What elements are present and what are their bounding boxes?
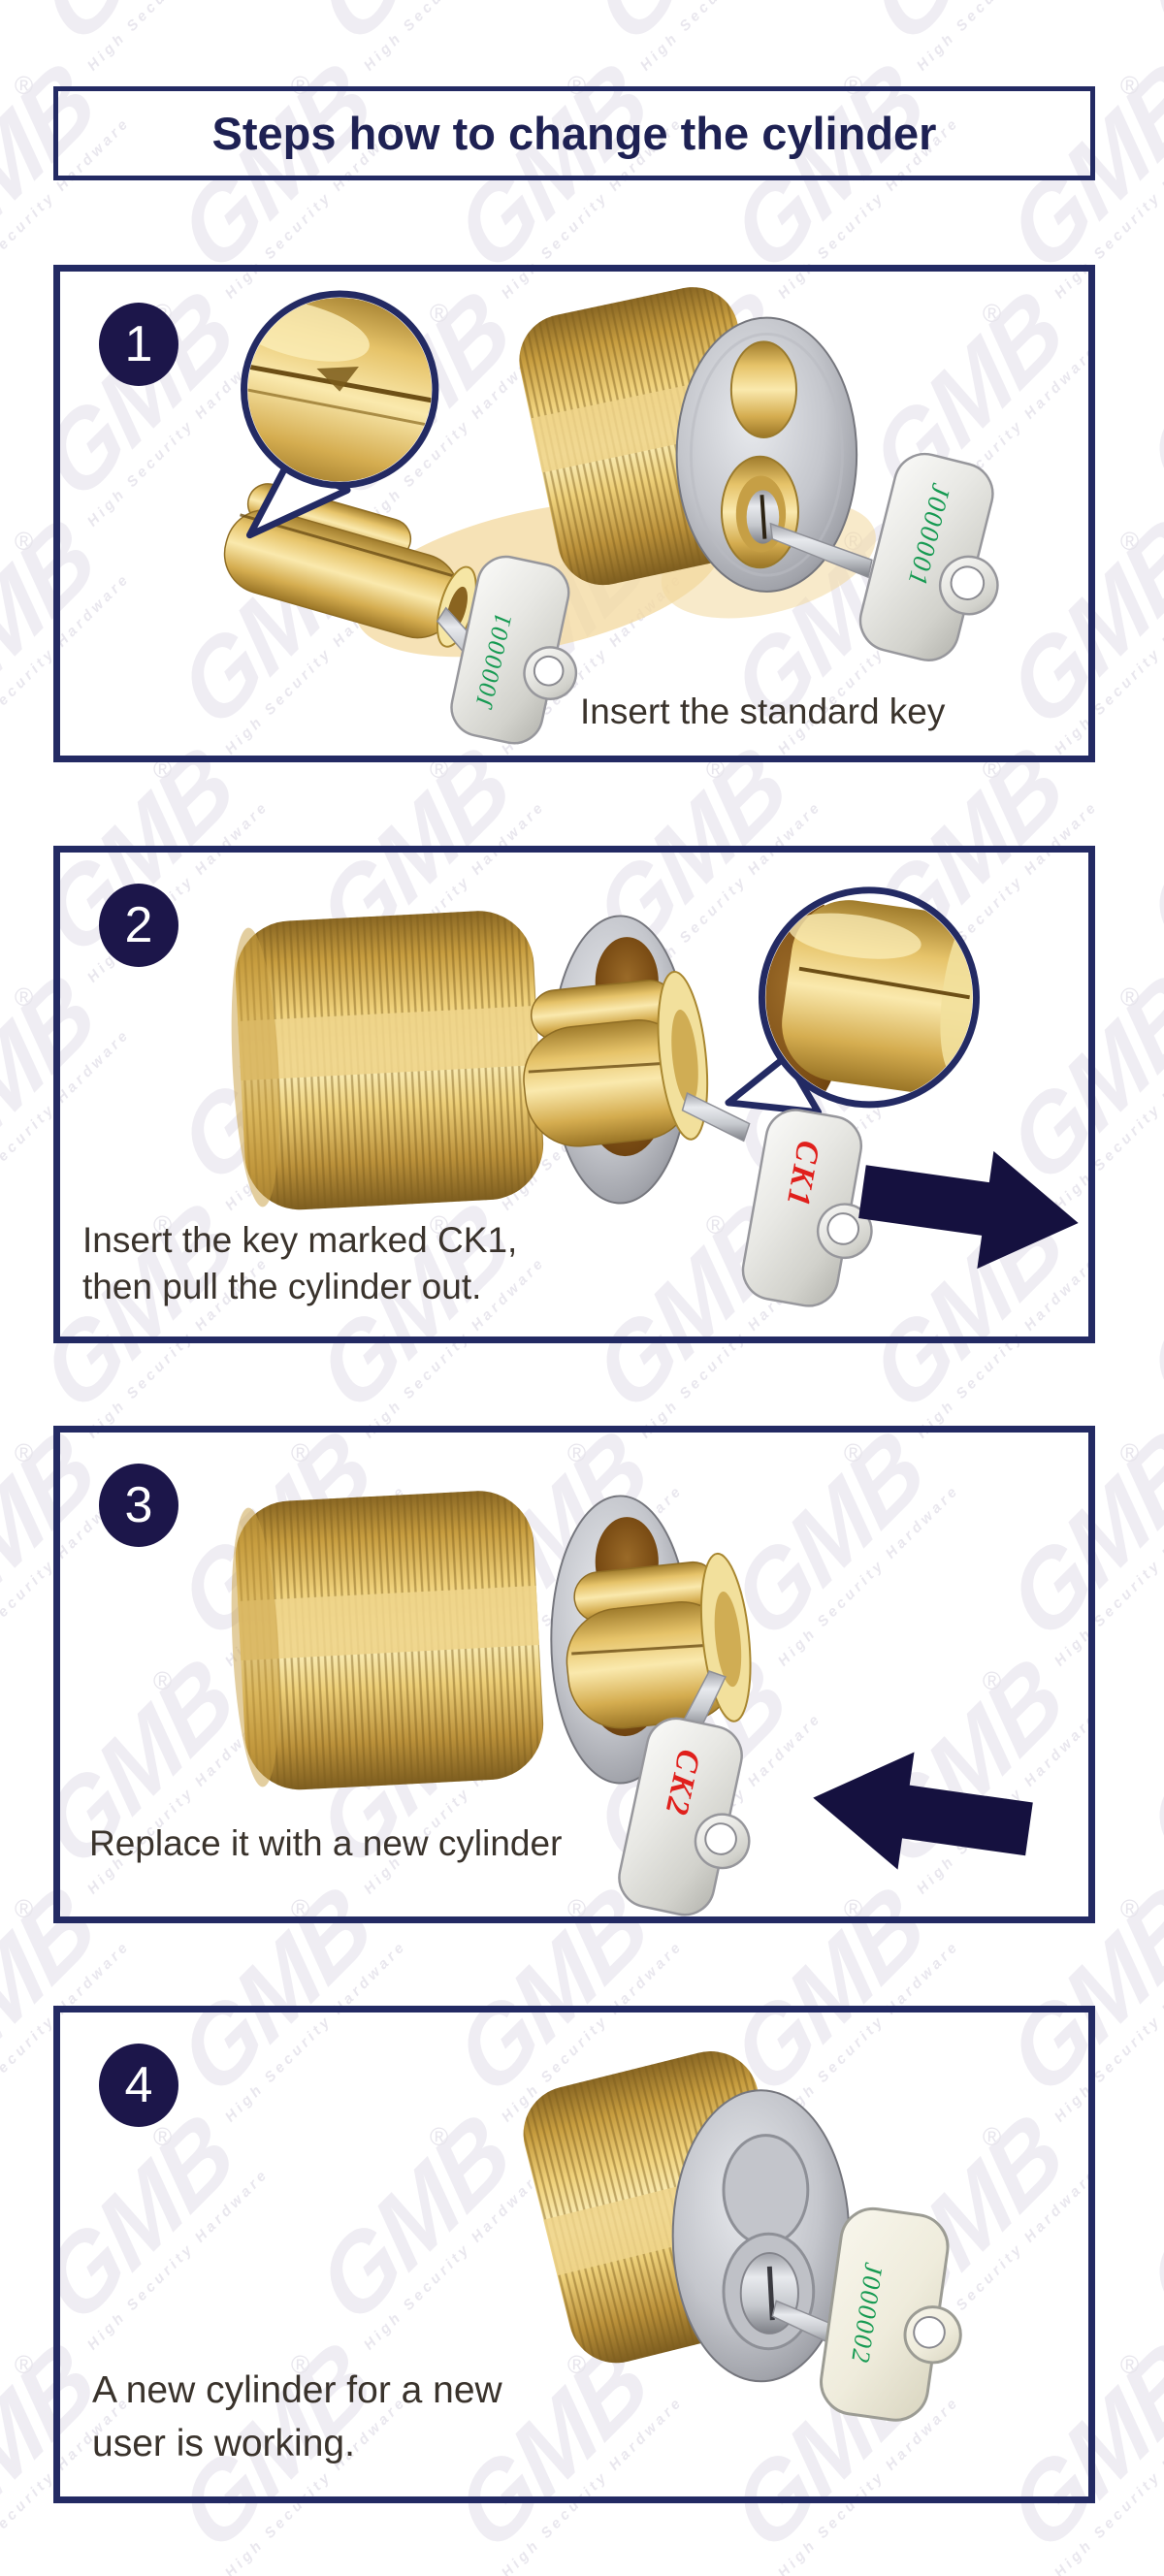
key-hole xyxy=(704,1822,737,1855)
step-panel-3: 3 xyxy=(53,1426,1095,1923)
watermark-tagline: High Security Hardware xyxy=(0,327,10,544)
step-panel-4: 4 J000002 A new cylind xyxy=(53,2006,1095,2503)
registered-mark: ® xyxy=(291,1438,310,1467)
watermark-tagline: High Security Hardware xyxy=(0,1694,10,1912)
assembled-cylinder xyxy=(523,2051,851,2383)
registered-mark: ® xyxy=(291,71,310,100)
registered-mark: ® xyxy=(15,71,34,100)
step-caption: Insert the standard key xyxy=(580,692,946,731)
zoom-bubble xyxy=(241,290,439,539)
registered-mark: ® xyxy=(153,1666,173,1695)
new-user-key: J000002 xyxy=(771,2206,962,2422)
registered-mark: ® xyxy=(430,1210,449,1240)
registered-mark: ® xyxy=(291,2350,310,2379)
key-hole xyxy=(913,2316,946,2349)
registered-mark: ® xyxy=(983,1666,1002,1695)
insert-arrow xyxy=(813,1752,1033,1870)
registered-mark: ® xyxy=(844,1438,863,1467)
key-hole xyxy=(533,655,565,687)
step-number-badge: 3 xyxy=(99,1464,178,1547)
title-box: Steps how to change the cylinder xyxy=(53,86,1095,180)
watermark-brand: GMB xyxy=(1130,2091,1164,2347)
registered-mark: ® xyxy=(567,71,587,100)
registered-mark: ® xyxy=(567,1894,587,1923)
registered-mark: ® xyxy=(1120,71,1140,100)
registered-mark: ® xyxy=(153,1210,173,1240)
registered-mark: ® xyxy=(15,527,34,556)
registered-mark: ® xyxy=(15,1894,34,1923)
mortise-cylinder xyxy=(519,287,858,593)
step2-illustration: CK1 xyxy=(231,886,1079,1307)
step-panel-2: 2 xyxy=(53,846,1095,1343)
registered-mark: ® xyxy=(15,1438,34,1467)
key-hole xyxy=(950,565,986,600)
registered-mark: ® xyxy=(1120,2350,1140,2379)
step-number-badge: 4 xyxy=(99,2044,178,2127)
registered-mark: ® xyxy=(153,2122,173,2151)
watermark-tagline: High Security Hardware xyxy=(0,783,10,1000)
key-blade xyxy=(681,1091,751,1143)
registered-mark: ® xyxy=(1120,527,1140,556)
registered-mark: ® xyxy=(706,1210,726,1240)
step-number-badge: 1 xyxy=(99,303,178,386)
standard-key: J000001 xyxy=(769,452,999,661)
removable-core: J000001 xyxy=(223,483,578,745)
step-caption: A new cylinder for a new user is working… xyxy=(92,2369,502,2464)
step-panel-1: 1 J000001 xyxy=(53,265,1095,762)
registered-mark: ® xyxy=(15,982,34,1012)
watermark-brand: GMB xyxy=(1130,268,1164,524)
watermark-brand: GMB xyxy=(1130,1635,1164,1891)
page-title: Steps how to change the cylinder xyxy=(211,108,937,159)
step-caption: Replace it with a new cylinder xyxy=(89,1823,563,1863)
registered-mark: ® xyxy=(430,299,449,328)
change-key-ck1: CK1 xyxy=(741,1109,873,1307)
key-hole xyxy=(826,1212,859,1245)
registered-mark: ® xyxy=(567,2350,587,2379)
watermark-tagline: High Security Hardware xyxy=(0,1239,10,1456)
step-number-badge: 2 xyxy=(99,884,178,967)
registered-mark: ® xyxy=(430,2122,449,2151)
registered-mark: ® xyxy=(844,1894,863,1923)
registered-mark: ® xyxy=(983,2122,1002,2151)
registered-mark: ® xyxy=(1120,982,1140,1012)
registered-mark: ® xyxy=(844,71,863,100)
step1-illustration: J000001 J000001 xyxy=(223,287,999,745)
registered-mark: ® xyxy=(291,1894,310,1923)
step4-illustration: J000002 xyxy=(523,2051,962,2422)
registered-mark: ® xyxy=(1120,1894,1140,1923)
watermark-brand: GMB xyxy=(1130,724,1164,980)
registered-mark: ® xyxy=(1120,1438,1140,1467)
step3-illustration: CK2 xyxy=(231,1491,1033,1916)
watermark-brand: GMB xyxy=(1130,1179,1164,1435)
registered-mark: ® xyxy=(983,299,1002,328)
change-key-ck2: CK2 xyxy=(618,1717,751,1916)
registered-mark: ® xyxy=(15,2350,34,2379)
step-caption: Insert the key marked CK1, then pull the… xyxy=(82,1220,518,1306)
new-core xyxy=(566,1552,752,1732)
zoom-bubble xyxy=(725,886,980,1116)
standard-key: J000001 xyxy=(450,555,578,745)
pull-out-arrow xyxy=(858,1150,1079,1270)
removable-core xyxy=(523,970,751,1147)
registered-mark: ® xyxy=(567,1438,587,1467)
watermark-tagline: High Security Hardware xyxy=(0,2150,10,2367)
